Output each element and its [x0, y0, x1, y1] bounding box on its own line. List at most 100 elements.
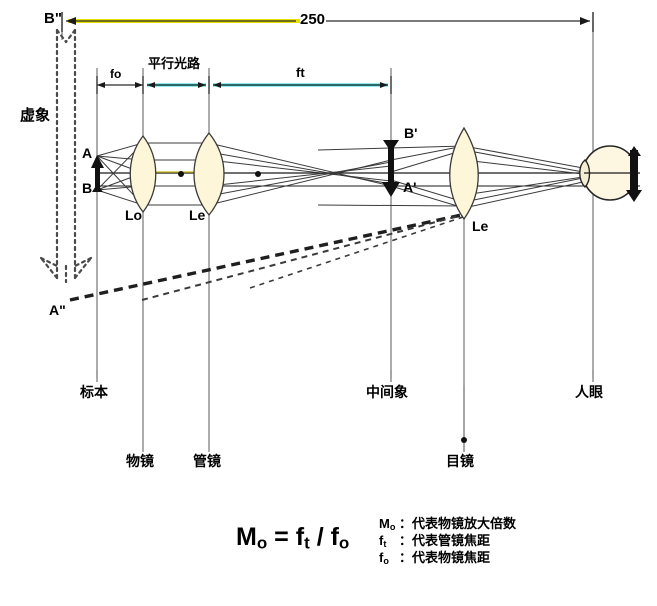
dimension-parallel-arrow-right	[198, 82, 206, 88]
formula-fo: f	[330, 523, 339, 551]
formula-ft-sub: t	[304, 533, 310, 553]
label-a-double-prime: A"	[49, 302, 66, 318]
axis-node-2	[255, 171, 261, 177]
intermediate-arrow-point	[382, 182, 400, 197]
label-lens-objective: Lo	[125, 207, 143, 223]
eyepiece-ray-3	[390, 149, 465, 173]
label-station-eye: 人眼	[575, 385, 603, 401]
formula-m: M	[236, 523, 257, 551]
label-point-b-prime: B'	[404, 125, 418, 141]
dimension-fo-arrow-right	[135, 82, 143, 88]
virtual-image-tail-notch-left	[55, 28, 68, 44]
ray-bundle-image-to-eyepiece	[317, 145, 465, 209]
objective-lens-body	[129, 134, 157, 214]
human-eye	[579, 145, 642, 202]
virtual-ray-tertiary	[249, 215, 467, 289]
objective-lens	[129, 134, 157, 214]
virtual-image-notch-left	[39, 256, 59, 268]
eyepiece-ray-2	[390, 145, 465, 161]
label-point-a-prime: A'	[403, 179, 417, 195]
eye-ray-3	[463, 177, 584, 203]
label-station-objective: 物镜	[126, 454, 154, 470]
legend-symbol-mo: Mo	[379, 516, 396, 532]
ray-bundle-eyepiece-to-eye	[463, 145, 584, 209]
formula-legend: Mo：代表物镜放大倍数 ft：代表管镜焦距 fo：代表物镜焦距	[379, 516, 516, 567]
legend-text-fo: 代表物镜焦距	[412, 550, 491, 566]
eye-ray-1	[463, 145, 584, 169]
converge-ray-3	[208, 165, 392, 187]
eyepiece-lower-node	[461, 437, 467, 443]
formula-m-sub: o	[256, 533, 268, 553]
legend-separator-ft: ：	[399, 533, 413, 549]
label-dimension-250: 250	[300, 11, 326, 28]
intermediate-image-arrow	[382, 140, 400, 197]
label-lens-eyepiece: Le	[472, 218, 489, 234]
ray-a-upper	[96, 142, 144, 157]
virtual-ray-lines	[69, 212, 467, 302]
magnification-formula: Mo = ft / fo	[236, 523, 349, 554]
virtual-image-notch-right	[73, 256, 93, 268]
dimension-250-arrow-left	[66, 17, 76, 25]
label-b-double-prime: B"	[44, 10, 62, 27]
label-station-tube-lens: 管镜	[193, 454, 221, 470]
converge-ray-5	[208, 151, 392, 185]
converge-ray-2	[208, 159, 392, 182]
virtual-image-tail-notch-right	[64, 28, 77, 44]
legend-text-mo: 代表物镜放大倍数	[412, 517, 517, 532]
tube-lens	[193, 131, 225, 217]
legend-text-ft: 代表管镜焦距	[412, 533, 491, 549]
retina-image-arrow	[626, 150, 642, 202]
label-point-b: B	[82, 180, 93, 196]
dimension-fo-arrow-left	[97, 82, 105, 88]
legend-separator-fo: ：	[399, 550, 413, 566]
legend-separator-mo: ：	[399, 517, 413, 532]
virtual-image-arrow	[39, 28, 93, 284]
object-arrow-tail-notch	[92, 184, 103, 192]
eyepiece-lens	[449, 126, 479, 221]
virtual-image-head-left	[39, 256, 59, 280]
label-station-eyepiece: 目镜	[446, 454, 474, 470]
eye-ray-6	[463, 176, 584, 196]
eye-ray-5	[463, 159, 584, 175]
formula-fo-sub: o	[338, 533, 350, 553]
object-arrow-shaft	[95, 162, 100, 192]
dimension-ft-arrow-left	[213, 82, 221, 88]
dimension-250-arrow-right	[580, 17, 590, 25]
eyepiece-ray-1	[390, 185, 465, 209]
intermediate-arrow-shaft	[388, 140, 394, 190]
formula-equals: =	[274, 523, 289, 551]
converge-ray-6	[208, 161, 392, 197]
virtual-ray-main	[69, 212, 467, 302]
label-lens-tube: Le	[189, 207, 206, 223]
dimension-250	[61, 12, 594, 32]
station-tick-marks	[96, 370, 594, 452]
eyepiece-ray-4	[390, 179, 465, 203]
object-arrow	[91, 155, 104, 192]
eyepiece-ray-6	[317, 204, 465, 207]
formula-ft: f	[295, 523, 305, 551]
legend-row-ft: ft ：代表管镜焦距	[379, 533, 516, 550]
virtual-image-head-right	[73, 256, 93, 280]
virtual-ray-secondary	[141, 213, 467, 301]
legend-symbol-fo: fo	[379, 549, 389, 566]
label-dimension-fo: fo	[110, 67, 122, 81]
legend-row-mo: Mo：代表物镜放大倍数	[379, 516, 516, 533]
label-dimension-ft: ft	[296, 65, 305, 80]
axis-node-1	[178, 171, 184, 177]
label-station-intermediate-image: 中间象	[366, 385, 408, 401]
tube-lens-body	[193, 131, 225, 217]
label-virtual-image: 虚象	[20, 106, 51, 124]
dimension-ft-arrow-right	[380, 82, 388, 88]
eye-ray-4	[463, 181, 584, 209]
dimension-parallel-arrow-left	[147, 82, 155, 88]
ray-b-lower	[96, 189, 144, 206]
legend-symbol-ft: ft	[379, 532, 387, 549]
legend-row-fo: fo ：代表物镜焦距	[379, 550, 516, 567]
label-station-specimen: 标本	[80, 385, 108, 401]
ray-bundle-tube-to-image	[208, 142, 392, 206]
label-parallel-light-path: 平行光路	[148, 57, 201, 72]
label-point-a: A	[82, 145, 93, 161]
eyepiece-lens-body	[449, 126, 479, 221]
dimension-focal-lengths	[96, 76, 392, 94]
